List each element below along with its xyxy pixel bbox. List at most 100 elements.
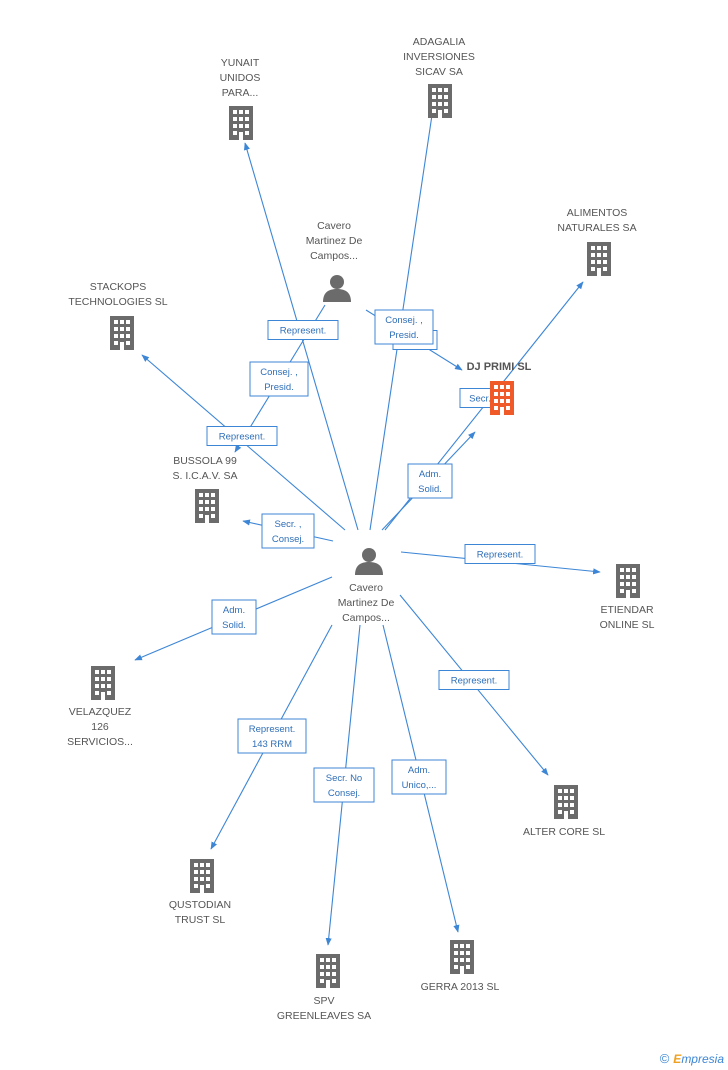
edge-label-velazquez: Adm. Solid. <box>211 599 257 635</box>
node-label: 126 <box>91 721 109 733</box>
edge-label-text: Consej. , <box>385 315 423 326</box>
edge-label-box <box>438 670 510 690</box>
building-icon <box>91 666 115 700</box>
footer: © Empresia <box>660 1051 724 1066</box>
building-icon <box>490 381 514 415</box>
edge-label-box <box>313 767 375 803</box>
edge-label-spv: Secr. No Consej. <box>313 767 375 803</box>
building-icon <box>616 564 640 598</box>
node-label: Cavero <box>317 220 351 232</box>
edge-label-bussola-top: Consej. , Presid. <box>249 361 309 397</box>
edge-label-box <box>374 309 434 345</box>
edge-label-dj-top2: Consej. , Presid. <box>374 309 434 345</box>
node-velazquez[interactable]: VELAZQUEZ 126SERVICIOS... <box>67 666 133 748</box>
edge-label-stackops: Represent. <box>206 426 278 446</box>
node-label: PARA... <box>222 87 259 99</box>
edge-label-text: Consej. <box>328 788 360 799</box>
edge-label-text: Presid. <box>264 382 294 393</box>
edge-label-text: Represent. <box>219 432 265 443</box>
building-icon <box>316 954 340 988</box>
node-label: ALTER CORE SL <box>523 826 605 838</box>
node-label: BUSSOLA 99 <box>173 455 237 467</box>
edge-label-text: Adm. <box>223 605 245 616</box>
node-alimentos[interactable]: ALIMENTOS NATURALES SA <box>557 207 637 276</box>
edge-label-text: Adm. <box>408 765 430 776</box>
node-djprimi[interactable]: DJ PRIMI SL <box>467 361 532 415</box>
edge-label-box <box>464 544 536 564</box>
edge-label-box <box>237 718 307 754</box>
building-icon <box>110 316 134 350</box>
node-label: ETIENDAR <box>600 604 654 616</box>
node-spv[interactable]: SPV GREENLEAVES SA <box>277 954 371 1022</box>
edge-label-text: 143 RRM <box>252 739 292 750</box>
node-label: Campos... <box>310 250 358 262</box>
node-altercore[interactable]: ALTER CORE SL <box>523 785 605 838</box>
node-label: TRUST SL <box>175 914 226 926</box>
edge-label-box <box>407 463 453 499</box>
node-label: GREENLEAVES SA <box>277 1010 371 1022</box>
edge-label-text: Represent. <box>249 724 295 735</box>
edge-label-box <box>261 513 315 549</box>
node-label: NATURALES SA <box>557 222 636 234</box>
edge-label-text: Secr. <box>469 394 491 405</box>
building-icon <box>229 106 253 140</box>
node-gerra[interactable]: GERRA 2013 SL <box>421 940 500 993</box>
node-etiendar[interactable]: ETIENDAR ONLINE SL <box>600 564 655 631</box>
node-label: STACKOPS <box>90 281 146 293</box>
edge-label-box <box>206 426 278 446</box>
edge-label-box <box>249 361 309 397</box>
edge-label-text: Secr. , <box>275 519 302 530</box>
building-icon <box>195 489 219 523</box>
edge-label-dj-adm: Adm.Solid. <box>407 463 453 499</box>
edge-label-text: Represent. <box>280 326 326 337</box>
edge-label-text: Unico,... <box>402 780 437 791</box>
edge-label-text: Adm. <box>419 469 441 480</box>
person-icon <box>323 275 351 302</box>
building-icon <box>587 242 611 276</box>
edge-label-yunait: Represent. <box>267 320 339 340</box>
node-label: SERVICIOS... <box>67 736 133 748</box>
node-label: Martinez De <box>306 235 363 247</box>
nodes: YUNAITUNIDOSPARA...ADAGALIAINVERSIONESSI… <box>67 36 654 1022</box>
node-label: VELAZQUEZ <box>69 706 132 718</box>
node-label: Martinez De <box>338 597 395 609</box>
edge-label-qustodian: Represent. 143 RRM <box>237 718 307 754</box>
edge-label-text: Presid. <box>389 330 419 341</box>
node-label: ADAGALIA <box>413 36 466 48</box>
node-bussola[interactable]: BUSSOLA 99 S. I.C.A.V. SA <box>173 455 238 523</box>
edge-label-text: Secr. No <box>326 773 362 784</box>
node-label: ONLINE SL <box>600 619 655 631</box>
node-label: Campos... <box>342 612 390 624</box>
node-label: SPV <box>313 995 334 1007</box>
node-label: ALIMENTOS <box>567 207 628 219</box>
edge-label-gerra: Adm. Unico,... <box>391 759 447 795</box>
edge-label-altercore: Represent. <box>438 670 510 690</box>
node-label: INVERSIONES <box>403 51 475 63</box>
building-icon <box>554 785 578 819</box>
edge-label-etiendar: Represent. <box>464 544 536 564</box>
edge-label-box <box>391 759 447 795</box>
brand-logo[interactable]: Empresia <box>673 1051 724 1066</box>
node-label: TECHNOLOGIES SL <box>68 296 167 308</box>
node-label: YUNAIT <box>221 57 260 69</box>
building-icon <box>428 84 452 118</box>
node-stackops[interactable]: STACKOPS TECHNOLOGIES SL <box>68 281 168 350</box>
edge-label-box <box>267 320 339 340</box>
node-label: UNIDOS <box>220 72 261 84</box>
node-yunait[interactable]: YUNAIT UNIDOS PARA... <box>220 57 261 140</box>
edge-label-text: Represent. <box>477 550 523 561</box>
edge-label-text: Represent. <box>451 676 497 687</box>
node-label: S. I.C.A.V. SA <box>173 470 238 482</box>
node-label: GERRA 2013 SL <box>421 981 500 993</box>
node-label: DJ PRIMI SL <box>467 361 532 373</box>
edge-label-text: Consej. , <box>260 367 298 378</box>
copyright-icon: © <box>659 1051 670 1066</box>
edge-label-text: Solid. <box>222 620 246 631</box>
node-label: Cavero <box>349 582 383 594</box>
edge-label-box <box>211 599 257 635</box>
